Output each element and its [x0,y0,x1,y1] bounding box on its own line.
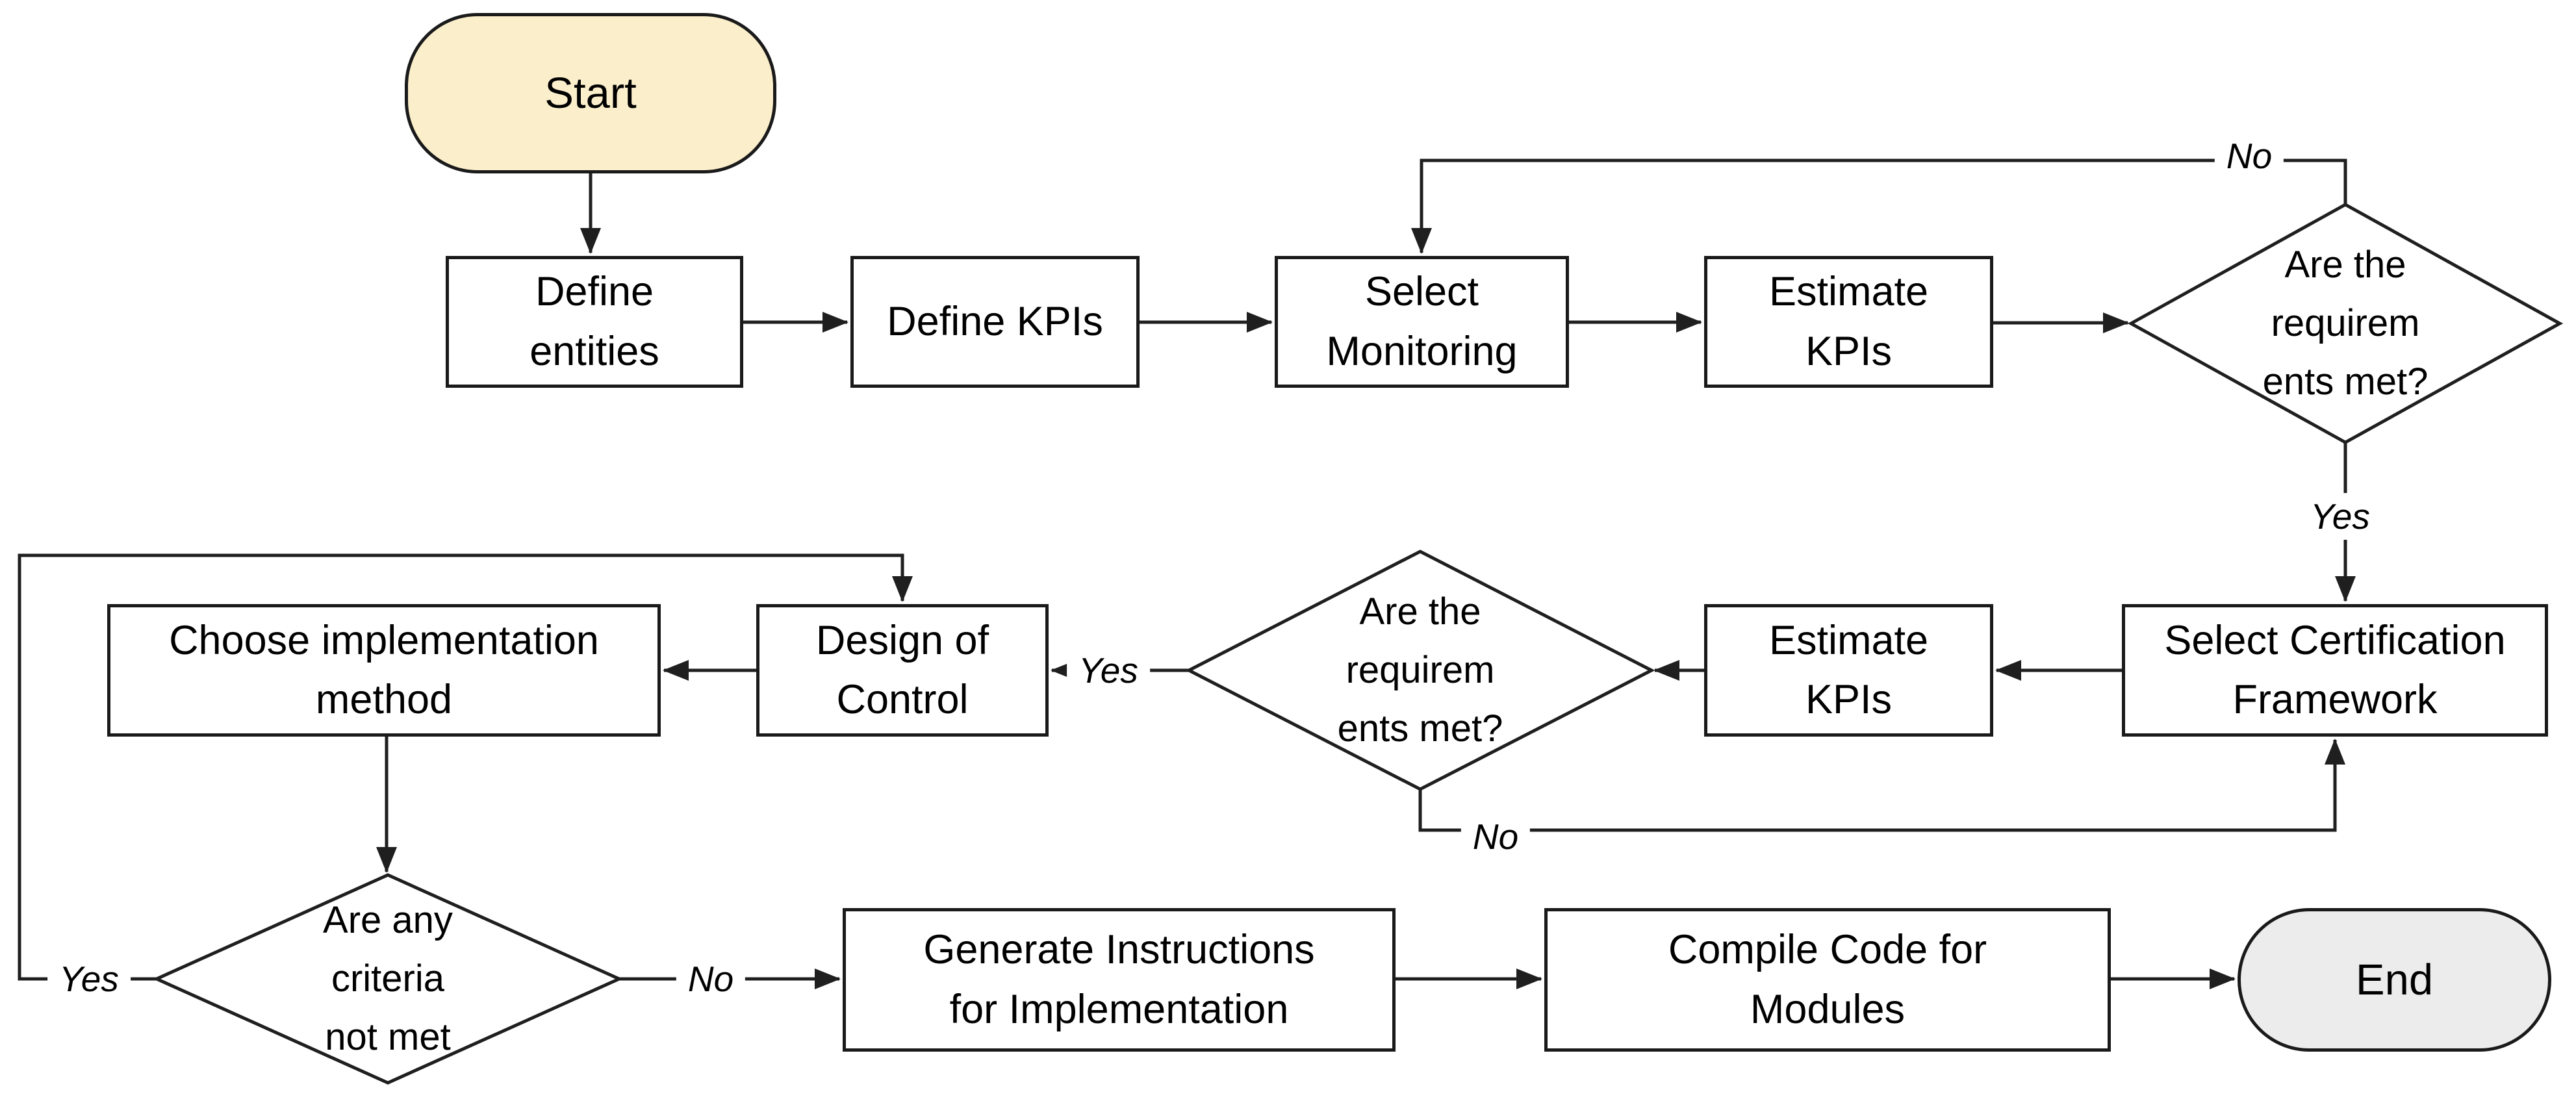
node-design-of-control: Design of Control [756,604,1049,737]
edge-label-yes-mid: Yes [1067,647,1150,694]
edge-label-no-mid: No [1460,813,1531,860]
node-generate-instructions: Generate Instructions for Implementation [843,908,1396,1052]
node-select-certification-framework: Select Certification Framework [2122,604,2548,737]
edge-label-yes-top: Yes [2299,493,2382,540]
node-estimate-kpis-top: Estimate KPIs [1704,256,1993,388]
node-compile-code: Compile Code for Modules [1544,908,2111,1052]
edge-decision-mid-no-loop-to-select-certification [1418,739,2345,832]
node-define-kpis: Define KPIs [850,256,1140,388]
edge-label-no-top: No [2214,133,2284,179]
edge-decision-top-no-loop-to-select-monitoring [1411,158,2347,254]
decision-requirements-met-mid-label: Are the requirem ents met? [1337,590,1503,750]
decision-criteria-not-met-label: Are any criteria not met [323,899,453,1058]
decision-diamond-criteria-not-met [152,873,624,1085]
node-end: End [2238,908,2551,1052]
node-estimate-kpis-mid: Estimate KPIs [1704,604,1993,737]
node-select-monitoring: Select Monitoring [1275,256,1569,388]
decision-requirements-met-top-label: Are the requirem ents met? [2262,244,2429,403]
decision-diamond-requirements-met-top [2127,203,2564,444]
node-define-entities: Define entities [446,256,743,388]
edge-label-yes-bottom: Yes [47,955,131,1002]
decision-diamond-requirements-met-mid [1185,550,1655,791]
edge-label-no-bottom: No [676,955,746,1002]
node-choose-implementation-method: Choose implementation method [107,604,661,737]
node-start: Start [405,13,776,173]
